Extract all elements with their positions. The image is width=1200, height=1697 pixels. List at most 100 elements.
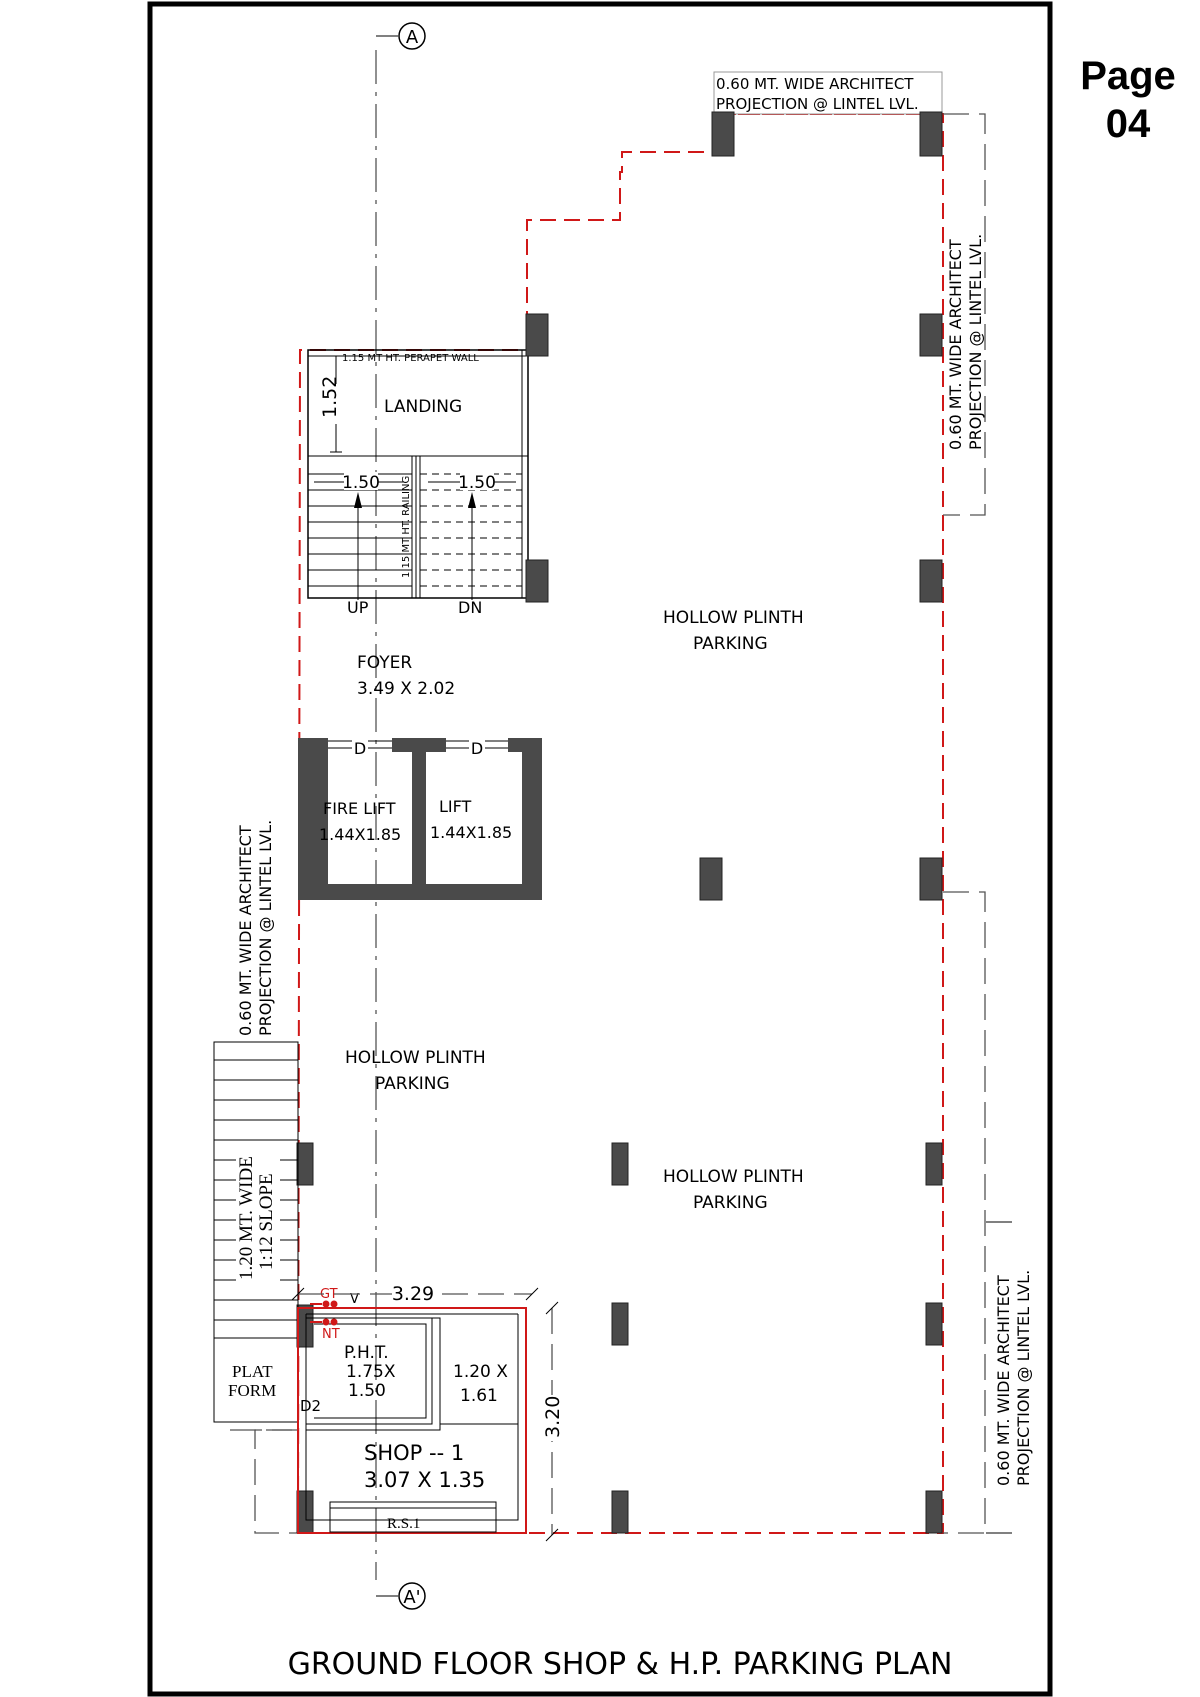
stair-down-label: DN <box>458 598 482 617</box>
landing-label: LANDING <box>384 397 462 417</box>
toilet-room-line1: 1.20 X <box>453 1362 508 1382</box>
projection-band-right-upper <box>943 113 986 516</box>
gt-label: GT <box>320 1287 338 1302</box>
right-upper-projection-note-line2: PROJECTION @ LINTEL LVL. <box>966 234 985 450</box>
pht-wall-outer <box>306 1317 433 1425</box>
column <box>296 1142 314 1186</box>
left-projection-note-line1: 0.60 MT. WIDE ARCHITECT <box>236 825 255 1036</box>
shop-name: SHOP -- 1 <box>364 1441 464 1465</box>
shop-boundary <box>297 1307 527 1534</box>
top-projection-note-line2: PROJECTION @ LINTEL LVL. <box>716 95 919 113</box>
shop-depth-dim-label: 3.20 <box>542 1396 564 1438</box>
ramp-label-bg <box>236 1152 280 1282</box>
pht-wall-inner <box>314 1323 427 1419</box>
projection-band-right-lower <box>943 891 986 1534</box>
gt-marker-1 <box>322 1300 330 1308</box>
parking-upper-right-line2: PARKING <box>693 634 768 654</box>
pht-label-line3: 1.50 <box>348 1381 386 1401</box>
lift-core-walls <box>298 738 542 900</box>
column <box>525 313 549 357</box>
down-arrow-head <box>468 492 476 508</box>
column <box>611 1490 629 1534</box>
nt-label: NT <box>322 1327 340 1342</box>
columns <box>296 111 943 1534</box>
column <box>611 1142 629 1186</box>
left-projection-note-line2: PROJECTION @ LINTEL LVL. <box>256 820 275 1036</box>
column <box>525 559 549 603</box>
fire-lift-door-bg <box>352 738 368 756</box>
toilet-partition <box>439 1318 518 1425</box>
pht-label-line2: 1.75X <box>346 1362 396 1382</box>
column <box>296 1490 314 1534</box>
shop-counter <box>329 1501 497 1533</box>
column <box>919 313 943 357</box>
flight-left-dim-label: 1.50 <box>342 473 380 493</box>
lift-door-label: D <box>471 739 483 758</box>
drawing-title: GROUND FLOOR SHOP & H.P. PARKING PLAN <box>288 1647 953 1682</box>
page-word: Page <box>1080 54 1176 98</box>
foyer-name: FOYER <box>357 653 412 673</box>
flight-left-dim-bg <box>344 472 378 490</box>
foyer-size: 3.49 X 2.02 <box>357 679 455 699</box>
nt-marker-2 <box>330 1318 338 1326</box>
shop-depth-dim-tick-bottom <box>545 1528 559 1542</box>
parking-lower-right-line1: HOLLOW PLINTH <box>663 1167 804 1187</box>
column <box>699 857 723 901</box>
grid-marker-bottom <box>398 1582 426 1610</box>
gt-marker-2 <box>330 1300 338 1308</box>
platform-label-line2: FORM <box>228 1381 276 1400</box>
page-number-label: Page 04 <box>1068 52 1188 148</box>
flight-right-dim-bg <box>460 472 494 490</box>
shop-depth-dim-tick-top <box>545 1301 559 1315</box>
column <box>925 1490 943 1534</box>
shop-size: 3.07 X 1.35 <box>364 1468 485 1492</box>
grid-marker-bottom-label: A' <box>403 1587 420 1608</box>
shop-depth-dim-bg <box>540 1395 564 1441</box>
vent-label: V <box>350 1292 359 1307</box>
column <box>611 1302 629 1346</box>
ramp-label-line2: 1:12 SLOPE <box>256 1173 277 1270</box>
grid-marker-top <box>398 22 426 50</box>
lift-name: LIFT <box>439 797 472 816</box>
parking-upper-right-line1: HOLLOW PLINTH <box>663 608 804 628</box>
projection-band-shop <box>254 1429 298 1534</box>
platform-label-line1: PLAT <box>232 1362 273 1381</box>
column <box>919 857 943 901</box>
lift-size: 1.44X1.85 <box>430 823 512 842</box>
fire-lift-name: FIRE LIFT <box>323 799 396 818</box>
shop-width-dim-tick-left <box>291 1287 305 1301</box>
top-projection-note-box <box>713 71 943 115</box>
shop-counter-label: R.S.1 <box>387 1516 420 1532</box>
sheet-border <box>147 1 1053 1697</box>
shop-width-dim-label: 3.29 <box>392 1283 434 1305</box>
stair-up-label: UP <box>347 598 369 617</box>
railing-label: 1.15 MT HT. RAILING <box>401 476 412 578</box>
column <box>296 1304 314 1348</box>
up-arrow-head <box>354 492 362 508</box>
grid-marker-top-label: A <box>406 27 419 48</box>
lift-door-bg <box>469 738 485 756</box>
column <box>919 111 943 157</box>
column <box>711 111 735 157</box>
landing-dim-label: 1.52 <box>319 376 341 418</box>
column <box>925 1302 943 1346</box>
parking-left-line2: PARKING <box>375 1074 450 1094</box>
shop-width-dim-bg <box>392 1282 434 1304</box>
right-upper-projection-note-line1: 0.60 MT. WIDE ARCHITECT <box>946 239 965 450</box>
column <box>925 1142 943 1186</box>
ramp-label-line1: 1.20 MT. WIDE <box>236 1156 257 1280</box>
flight-right-dim-label: 1.50 <box>458 473 496 493</box>
fire-lift-door-label: D <box>354 739 366 758</box>
page-number: 04 <box>1105 102 1151 146</box>
toilet-room-line2: 1.61 <box>460 1386 498 1406</box>
pht-door-label: D2 <box>300 1397 321 1415</box>
nt-marker-1 <box>322 1318 330 1326</box>
right-lower-projection-note-line2: PROJECTION @ LINTEL LVL. <box>1014 1270 1033 1486</box>
top-projection-note-line1: 0.60 MT. WIDE ARCHITECT <box>716 75 914 93</box>
parapet-wall-label: 1.15 MT HT. PERAPET WALL <box>342 353 479 364</box>
parking-lower-right-line2: PARKING <box>693 1193 768 1213</box>
parking-left-line1: HOLLOW PLINTH <box>345 1048 486 1068</box>
shop-width-dim-tick-right <box>525 1287 539 1301</box>
right-lower-projection-note-line1: 0.60 MT. WIDE ARCHITECT <box>994 1275 1013 1486</box>
landing-dim-bg <box>318 384 338 424</box>
